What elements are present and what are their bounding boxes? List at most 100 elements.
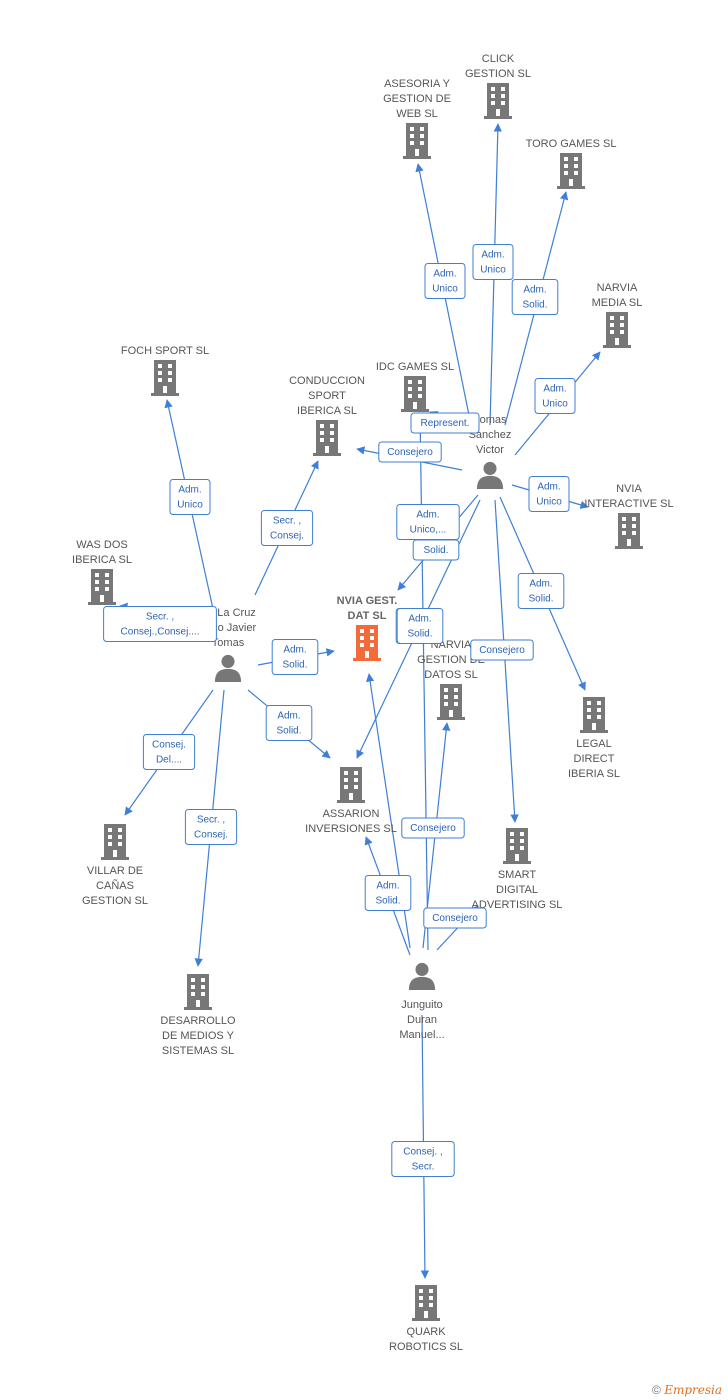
node-label-asesoria-2: WEB SL — [396, 108, 438, 120]
edge-label-text: Consej. — [152, 740, 186, 751]
edge-label-text: Solid. — [522, 300, 547, 311]
node-label-desarrollo-0: DESARROLLO — [160, 1015, 236, 1027]
building-icon — [503, 828, 531, 864]
edge-label-text: Consej. — [194, 830, 228, 841]
edge-label-text: Unico,... — [410, 525, 447, 536]
edge-label-text: Unico — [536, 497, 562, 508]
edge-label-text: Solid. — [528, 594, 553, 605]
edge-label-box — [265, 705, 313, 741]
node-label-asesoria-1: GESTION DE — [383, 93, 451, 105]
edge-label-junguito-idc[interactable]: Solid. — [412, 539, 460, 561]
edge-lomas-smart — [494, 499, 519, 823]
node-label-conduccion-0: CONDUCCION — [289, 375, 365, 387]
edge-label-delacruz-desarrollo[interactable]: Secr. , Consej. — [184, 809, 238, 845]
company-node-villar[interactable]: VILLAR DE CAÑAS GESTION SL — [82, 824, 148, 907]
node-label-smart-1: DIGITAL — [496, 884, 538, 896]
edge-label-text: Consejero — [387, 447, 433, 458]
building-icon — [403, 123, 431, 159]
edge-label-box — [184, 809, 238, 845]
edge-label-junguito-nvia_gest[interactable]: Adm.Solid. — [396, 608, 444, 644]
edge-label-text: Consejero — [432, 913, 478, 924]
edge-label-lomas-conduccion[interactable]: Consejero — [378, 441, 442, 463]
node-label-villar-2: GESTION SL — [82, 895, 148, 907]
edge-label-text: Secr. , — [197, 815, 225, 826]
building-icon — [88, 569, 116, 605]
node-label-villar-0: VILLAR DE — [87, 865, 143, 877]
person-icon — [214, 654, 242, 682]
edge-label-lomas-click[interactable]: Adm.Unico — [472, 244, 514, 280]
empresia-logo[interactable]: Empresia — [664, 1383, 722, 1397]
edge-label-delacruz-villar[interactable]: Consej.Del.... — [142, 734, 196, 770]
edge-label-junguito-narvia_gestion[interactable]: Consejero — [401, 817, 465, 839]
building-icon — [353, 625, 381, 661]
edge-label-lomas-asesoria[interactable]: Adm.Unico — [424, 263, 466, 299]
building-icon — [412, 1285, 440, 1321]
company-node-idc[interactable]: IDC GAMES SL — [376, 361, 454, 412]
edge-label-text: Unico — [432, 284, 458, 295]
building-icon — [437, 684, 465, 720]
edge-junguito-idc — [415, 412, 429, 951]
node-label-nvia_interactive-1: INTERACTIVE SL — [584, 498, 673, 510]
edge-label-delacruz-foch[interactable]: Adm.Unico — [169, 479, 211, 515]
edge-label-lomas-narvia_media[interactable]: Adm.Unico — [534, 378, 576, 414]
edge-label-lomas-legal[interactable]: Adm. Solid. — [517, 573, 565, 609]
edge-label-box — [511, 279, 559, 315]
node-label-was_dos-0: WAS DOS — [76, 539, 128, 551]
company-node-foch[interactable]: FOCH SPORT SL — [121, 345, 209, 396]
edge-label-text: Solid. — [282, 660, 307, 671]
node-label-smart-0: SMART — [498, 869, 537, 881]
edge-label-box — [412, 539, 460, 561]
edge-label-delacruz-was_dos[interactable]: Secr. ,Consej.,Consej.... — [103, 606, 217, 642]
node-label-delacruz-2: Tomas — [212, 637, 245, 649]
node-label-nvia_interactive-0: NVIA — [616, 483, 642, 495]
person-icon — [408, 962, 436, 990]
edge-label-lomas-idc[interactable]: Represent. — [410, 412, 480, 434]
edge-label-junguito-quark[interactable]: Consej. ,Secr. — [391, 1141, 455, 1177]
node-label-assarion-0: ASSARION — [323, 808, 380, 820]
edge-label-delacruz-assarion[interactable]: Adm.Solid. — [265, 705, 313, 741]
company-node-nvia_interactive[interactable]: NVIA INTERACTIVE SL — [584, 483, 674, 549]
edge-label-lomas-smart[interactable]: Consejero — [470, 639, 534, 661]
node-label-desarrollo-1: DE MEDIOS Y — [162, 1030, 235, 1042]
edge-label-junguito-assarion[interactable]: Adm.Solid. — [364, 875, 412, 911]
node-label-lomas-2: Victor — [476, 444, 504, 456]
edge-label-junguito-smart[interactable]: Consejero — [423, 907, 487, 929]
edge-label-box — [142, 734, 196, 770]
edge-label-box — [423, 907, 487, 929]
edge-label-text: Unico — [177, 500, 203, 511]
edge-label-text: Adm. — [376, 881, 399, 892]
node-label-junguito-1: Duran — [407, 1014, 437, 1026]
edge-label-text: Consej. — [270, 531, 304, 542]
edge-label-box — [528, 476, 570, 512]
company-node-toro[interactable]: TORO GAMES SL — [526, 138, 617, 189]
person-icon — [476, 461, 504, 489]
edge-label-delacruz-nvia_gest[interactable]: Adm.Solid. — [271, 639, 319, 675]
edge-label-lomas-nvia_gest[interactable]: Adm.Unico,... — [396, 504, 460, 540]
building-icon — [184, 974, 212, 1010]
edge-label-text: Adm. — [529, 579, 552, 590]
edge-label-lomas-toro[interactable]: Adm.Solid. — [511, 279, 559, 315]
node-label-narvia_gestion-2: DATOS SL — [424, 669, 477, 681]
node-label-villar-1: CAÑAS — [96, 879, 134, 892]
person-node-junguito[interactable]: JunguitoDuranManuel... — [399, 962, 445, 1041]
node-label-conduccion-1: SPORT — [308, 390, 346, 402]
node-label-lomas-1: Sanchez — [469, 429, 512, 441]
edge-label-text: Consejero — [479, 645, 525, 656]
edge-label-delacruz-conduccion[interactable]: Secr. ,Consej. — [260, 510, 314, 546]
node-label-legal-0: LEGAL — [576, 738, 611, 750]
edge-label-lomas-nvia_interactive[interactable]: Adm.Unico — [528, 476, 570, 512]
company-node-nvia_gest[interactable]: NVIA GEST.DAT SL — [337, 595, 398, 661]
